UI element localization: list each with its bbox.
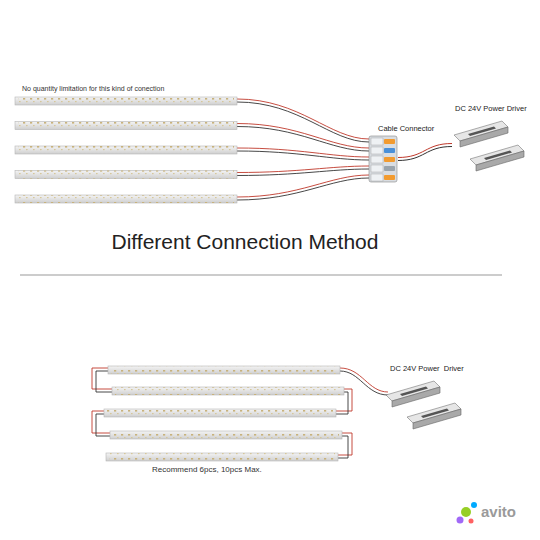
heading: Different Connection Method <box>0 230 490 254</box>
led-dots <box>18 195 234 203</box>
led-dots <box>107 409 333 417</box>
component-label: DC 24V Power Driver <box>384 364 464 374</box>
wire <box>398 144 452 158</box>
power-driver: DC 24V Power Driver <box>384 364 464 433</box>
note-text: No quantity limitation for this kind of … <box>22 85 164 92</box>
led-strip <box>112 387 344 395</box>
watermark: avito <box>481 503 516 520</box>
power-cable <box>398 144 452 161</box>
wire <box>237 148 369 157</box>
power-driver: DC 24V Power Driver <box>452 104 527 175</box>
led-strip <box>15 146 237 154</box>
divider-line <box>20 275 502 276</box>
led-dots <box>115 387 341 395</box>
wire <box>237 175 369 197</box>
led-strip <box>104 409 336 417</box>
led-strip <box>15 171 237 179</box>
note-text: Recommend 6pcs, 10pcs Max. <box>152 465 262 474</box>
led-dots <box>113 431 339 439</box>
led-strip <box>15 97 237 105</box>
wire <box>237 169 369 176</box>
wire <box>340 371 388 395</box>
wire <box>237 127 369 152</box>
led-dots <box>18 97 234 105</box>
led-strip <box>106 453 338 461</box>
wire <box>398 147 452 161</box>
driver-symbol <box>452 115 527 175</box>
led-dots <box>111 366 337 374</box>
led-dots <box>18 122 234 130</box>
led-dots <box>18 171 234 179</box>
component-label: Cable Connector <box>368 124 434 134</box>
cable-connector: Cable Connector <box>368 124 434 183</box>
led-dots <box>109 453 335 461</box>
component-label: DC 24V Power Driver <box>452 104 527 114</box>
led-strip <box>110 431 342 439</box>
driver-symbol <box>384 375 464 433</box>
wire <box>237 178 369 200</box>
led-strip <box>15 122 237 130</box>
avito-logo <box>457 502 478 524</box>
led-strip <box>108 366 340 374</box>
wire <box>237 151 369 160</box>
connector-symbol <box>368 135 398 183</box>
wire <box>340 368 388 392</box>
led-strip <box>15 195 237 203</box>
led-dots <box>18 146 234 154</box>
